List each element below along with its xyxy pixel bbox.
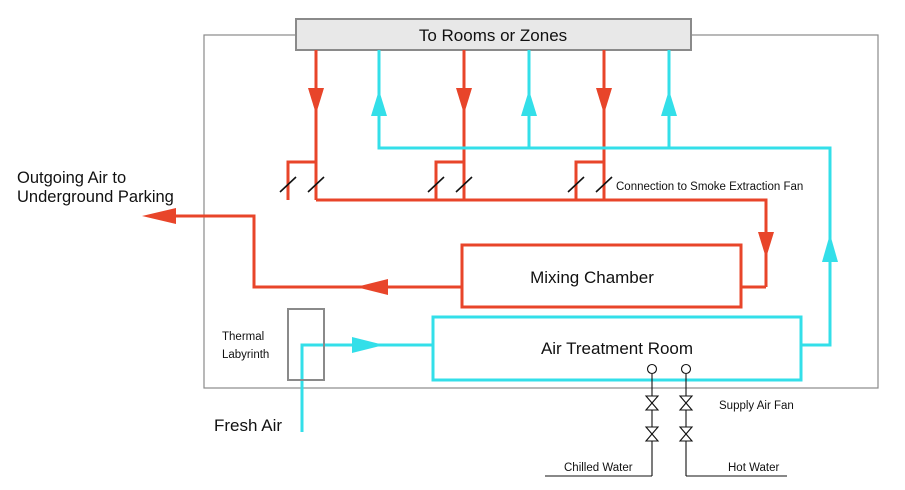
exhaust-arrows (142, 88, 774, 295)
smoke-label: Connection to Smoke Extraction Fan (616, 181, 803, 193)
fresh-air-label: Fresh Air (214, 416, 282, 435)
water-pipes (545, 363, 787, 477)
mixing-label: Mixing Chamber (530, 268, 654, 287)
damper-symbols (279, 176, 613, 193)
rooms-box (295, 18, 692, 51)
thermal-labyrinth-box (287, 308, 325, 381)
supply-arrows (352, 90, 838, 353)
rooms-label: To Rooms or Zones (419, 26, 567, 45)
supply-fan-label: Supply Air Fan (719, 400, 794, 412)
thermal-label-1: Thermal (222, 331, 264, 343)
treatment-label: Air Treatment Room (541, 339, 693, 358)
outgoing-label-1: Outgoing Air to (17, 169, 126, 187)
hot-water-label: Hot Water (728, 462, 780, 474)
valve-symbols (644, 395, 694, 442)
mixing-chamber (460, 243, 743, 309)
chilled-water-label: Chilled Water (564, 462, 633, 474)
air-treatment-room (431, 315, 803, 382)
outgoing-label-2: Underground Parking (17, 188, 174, 206)
thermal-label-2: Labyrinth (222, 349, 269, 361)
